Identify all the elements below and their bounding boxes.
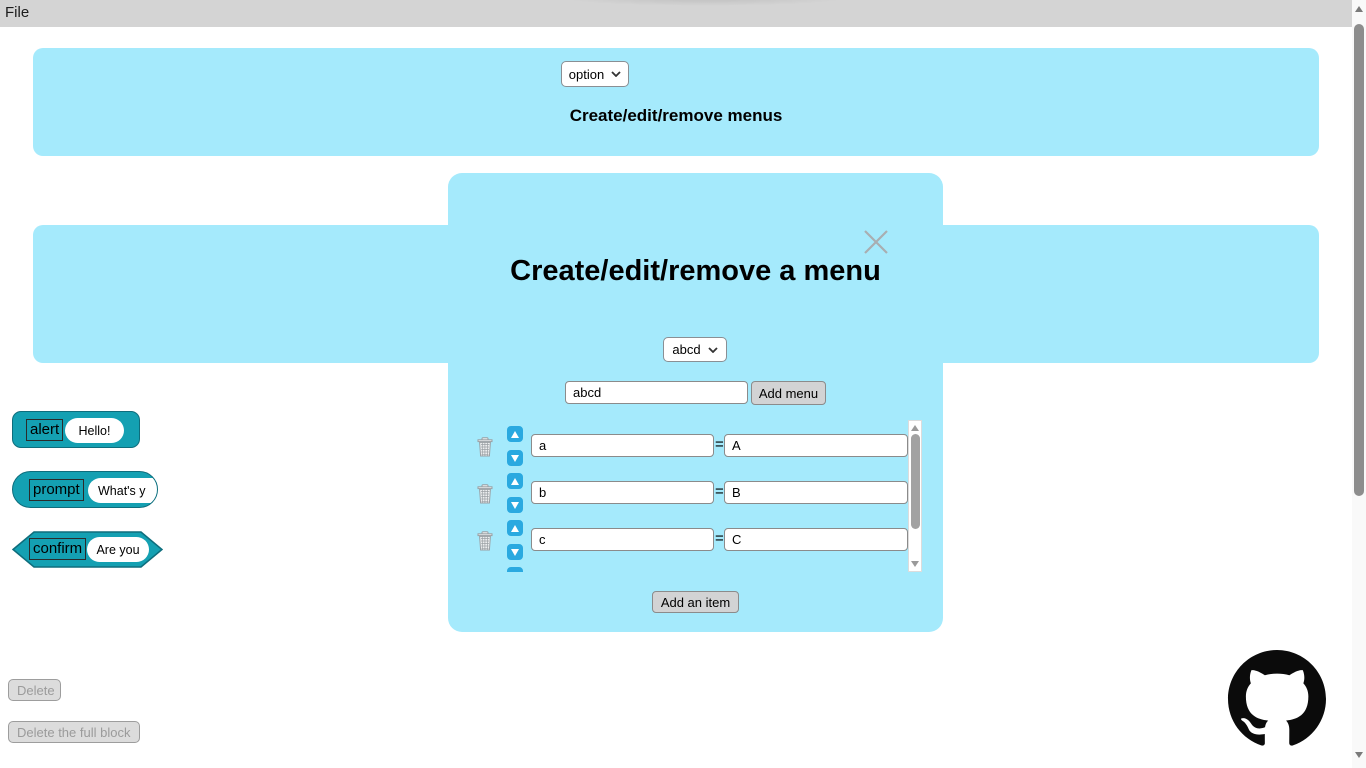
scroll-up-icon[interactable] bbox=[911, 425, 919, 431]
item-value-input[interactable] bbox=[724, 481, 908, 504]
file-menu[interactable]: File bbox=[5, 4, 30, 21]
item-key-input[interactable] bbox=[531, 434, 714, 457]
menu-select[interactable]: abcd bbox=[663, 337, 727, 362]
delete-item-icon[interactable] bbox=[477, 437, 493, 457]
scroll-down-icon[interactable] bbox=[911, 561, 919, 567]
arrow-up-icon bbox=[511, 477, 519, 485]
confirm-block-arg[interactable]: Are you bbox=[87, 537, 149, 562]
add-item-button[interactable]: Add an item bbox=[652, 591, 739, 613]
option-select-value: option bbox=[568, 66, 605, 82]
move-down-button[interactable] bbox=[507, 450, 523, 466]
option-select[interactable]: option bbox=[561, 61, 629, 87]
item-row: = bbox=[470, 519, 922, 561]
item-value-input[interactable] bbox=[724, 528, 908, 551]
menus-banner: option Create/edit/remove menus bbox=[33, 48, 1319, 156]
item-row-partial bbox=[470, 566, 922, 572]
chevron-down-icon bbox=[707, 346, 718, 353]
equals-sign: = bbox=[715, 436, 724, 453]
menu-bar: File bbox=[0, 0, 1352, 27]
item-value-input[interactable] bbox=[724, 434, 908, 457]
delete-button[interactable]: Delete bbox=[8, 679, 61, 701]
add-menu-button[interactable]: Add menu bbox=[751, 381, 826, 405]
arrow-up-icon bbox=[511, 571, 519, 572]
item-key-input[interactable] bbox=[531, 528, 714, 551]
confirm-block-label: confirm bbox=[29, 538, 87, 560]
move-up-button[interactable] bbox=[507, 426, 523, 442]
arrow-down-icon bbox=[511, 454, 519, 462]
topbar-shadow bbox=[560, 0, 850, 6]
arrow-up-icon bbox=[511, 430, 519, 438]
banner-title: Create/edit/remove menus bbox=[569, 106, 783, 125]
page-scroll-up-icon[interactable] bbox=[1355, 6, 1363, 12]
page-scrollbar-thumb[interactable] bbox=[1354, 24, 1364, 496]
alert-block-label: alert bbox=[26, 419, 64, 441]
menu-name-input[interactable] bbox=[565, 381, 748, 404]
prompt-block[interactable]: prompt What's y bbox=[12, 471, 158, 508]
move-up-button[interactable] bbox=[507, 473, 523, 489]
item-row: = bbox=[470, 472, 922, 514]
page-scroll-down-icon[interactable] bbox=[1355, 752, 1363, 758]
item-row: = bbox=[470, 425, 922, 467]
scrollbar-thumb[interactable] bbox=[911, 434, 920, 529]
delete-item-icon[interactable] bbox=[477, 484, 493, 504]
arrow-down-icon bbox=[511, 501, 519, 509]
menu-select-value: abcd bbox=[672, 342, 701, 357]
close-icon[interactable] bbox=[861, 227, 891, 257]
dialog-title: Create/edit/remove a menu bbox=[510, 255, 881, 287]
prompt-block-label: prompt bbox=[29, 479, 84, 501]
chevron-down-icon bbox=[611, 71, 621, 77]
confirm-block[interactable]: confirm Are you bbox=[12, 531, 163, 568]
arrow-down-icon bbox=[511, 548, 519, 556]
move-up-button[interactable] bbox=[507, 567, 523, 572]
page-scrollbar[interactable] bbox=[1352, 0, 1366, 768]
move-down-button[interactable] bbox=[507, 544, 523, 560]
alert-block-arg[interactable]: Hello! bbox=[65, 418, 124, 443]
prompt-block-arg[interactable]: What's y bbox=[88, 478, 157, 503]
move-up-button[interactable] bbox=[507, 520, 523, 536]
items-list: = = bbox=[470, 420, 922, 572]
menu-editor-dialog: Create/edit/remove a menu abcd Add menu bbox=[448, 173, 943, 632]
github-logo-icon[interactable] bbox=[1227, 650, 1327, 748]
list-scrollbar[interactable] bbox=[908, 420, 922, 572]
equals-sign: = bbox=[715, 530, 724, 547]
move-down-button[interactable] bbox=[507, 497, 523, 513]
arrow-up-icon bbox=[511, 524, 519, 532]
delete-item-icon[interactable] bbox=[477, 531, 493, 551]
delete-full-block-button[interactable]: Delete the full block bbox=[8, 721, 140, 743]
equals-sign: = bbox=[715, 483, 724, 500]
alert-block[interactable]: alert Hello! bbox=[12, 411, 140, 448]
item-key-input[interactable] bbox=[531, 481, 714, 504]
